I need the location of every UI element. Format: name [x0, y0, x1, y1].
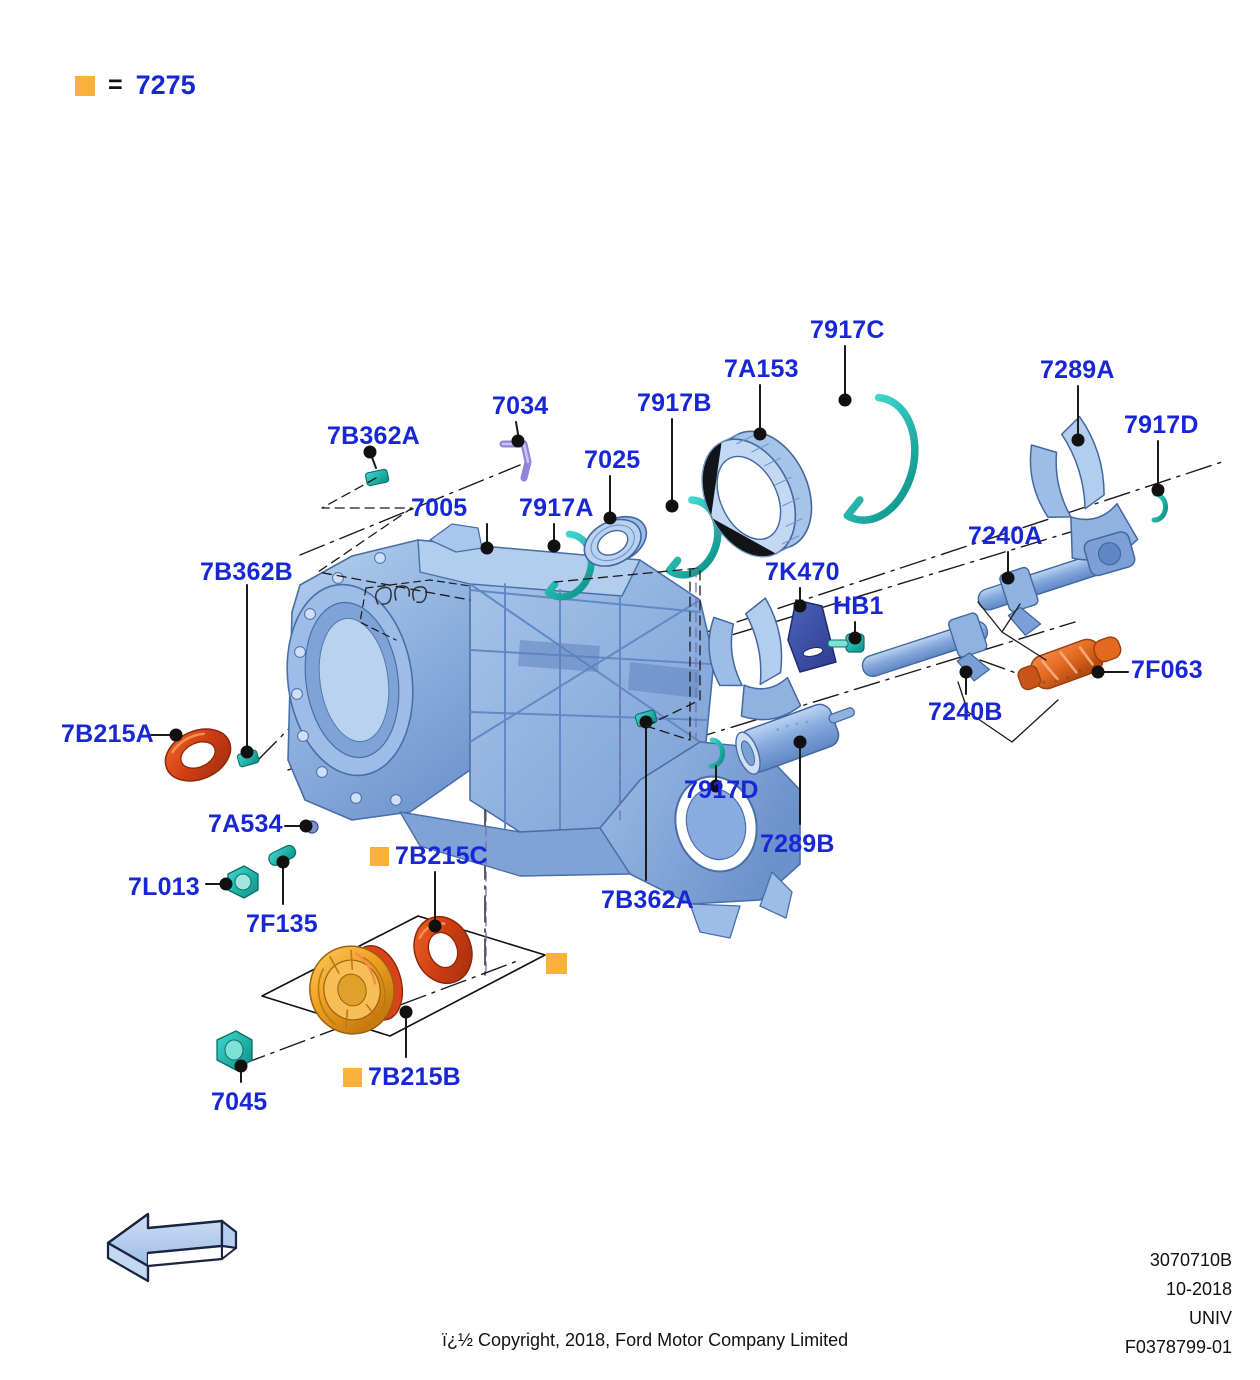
- figure-id: F0378799-01: [1124, 1337, 1232, 1358]
- part-7289b: [708, 597, 855, 775]
- part-7025: [583, 515, 648, 567]
- kit-marker-icon: [343, 1068, 362, 1087]
- part-label-7045: 7045: [211, 1088, 268, 1116]
- part-label-7a534: 7A534: [208, 810, 283, 838]
- part-7240b: [861, 612, 991, 682]
- copyright-notice: ï¿½ Copyright, 2018, Ford Motor Company …: [442, 1330, 849, 1350]
- orientation-arrow-icon: [106, 1212, 238, 1283]
- part-label-7917a: 7917A: [519, 494, 594, 522]
- part-7f063: [1017, 636, 1122, 691]
- part-label-text: 7B215C: [395, 842, 488, 870]
- part-7b362a-top: [365, 468, 390, 487]
- part-label-7917b: 7917B: [637, 389, 712, 417]
- part-7l013: [227, 865, 259, 899]
- part-label-7f063: 7F063: [1131, 656, 1203, 684]
- part-label-hb1: HB1: [833, 592, 884, 620]
- part-label-7005: 7005: [411, 494, 468, 522]
- part-label-7289b: 7289B: [760, 830, 835, 858]
- part-label-7k470: 7K470: [765, 558, 840, 586]
- drawing-date: 10-2018: [1165, 1279, 1232, 1300]
- part-7b215b: [309, 945, 404, 1035]
- legend-kit-number: 7275: [135, 70, 196, 100]
- part-label-7b215c-kit: 7B215C: [370, 844, 488, 869]
- part-label-7b362a: 7B362A: [601, 886, 694, 914]
- part-label-7b362a: 7B362A: [327, 422, 420, 450]
- market-code: UNIV: [1188, 1308, 1232, 1329]
- kit-legend: = 7275: [75, 70, 196, 101]
- part-label-7289a: 7289A: [1040, 356, 1115, 384]
- part-label-7917d: 7917D: [684, 776, 759, 804]
- part-label-7b215b-kit: 7B215B: [343, 1065, 461, 1090]
- part-label-7240a: 7240A: [968, 522, 1043, 550]
- part-label-7b215a: 7B215A: [61, 720, 154, 748]
- kit-marker-icon: [75, 75, 95, 96]
- part-label-7240b: 7240B: [928, 698, 1003, 726]
- part-7k470: [787, 599, 837, 673]
- part-7b215a: [164, 728, 232, 782]
- part-label-7b362b: 7B362B: [200, 558, 293, 586]
- part-7289a: [1029, 415, 1139, 577]
- part-label-7917d: 7917D: [1124, 411, 1199, 439]
- part-label-7l013: 7L013: [128, 873, 200, 901]
- part-label-7a153: 7A153: [724, 355, 799, 383]
- part-label-7917c: 7917C: [810, 316, 885, 344]
- part-7b215c: [413, 916, 473, 984]
- legend-equals: =: [108, 71, 123, 99]
- transmission-housing-body: [286, 523, 801, 939]
- kit-marker-icon-outline: [546, 953, 567, 974]
- part-label-7034: 7034: [492, 392, 549, 420]
- drawing-metadata: 3070710B 10-2018 UNIV F0378799-01: [1125, 1246, 1232, 1363]
- kit-marker-icon: [370, 847, 389, 866]
- part-7034: [499, 440, 532, 482]
- part-7917c: [843, 393, 919, 524]
- part-label-7025: 7025: [584, 446, 641, 474]
- part-7917d-mid: [708, 737, 725, 769]
- part-7a153: [701, 430, 813, 558]
- part-7917d-right: [1151, 491, 1168, 523]
- part-label-7f135: 7F135: [246, 910, 318, 938]
- part-label-text: 7B215B: [368, 1063, 461, 1091]
- drawing-number: 3070710B: [1149, 1250, 1232, 1270]
- part-7917a: [544, 530, 595, 601]
